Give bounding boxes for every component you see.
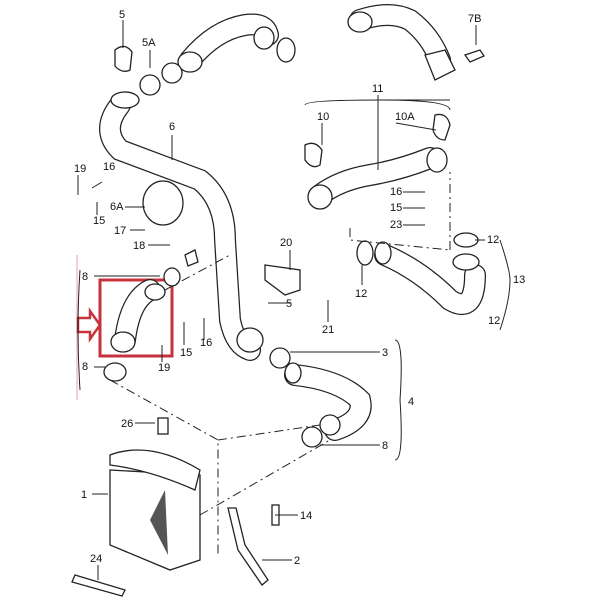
label-18: 18 [133, 240, 145, 252]
label-5: 5 [286, 298, 292, 310]
label-10a: 10A [395, 111, 415, 123]
label-13: 13 [513, 274, 525, 286]
label-10: 10 [317, 111, 329, 123]
label-12: 12 [355, 288, 367, 300]
label-15: 15 [180, 347, 192, 359]
label-2: 2 [294, 555, 300, 567]
label-8: 8 [82, 271, 88, 283]
hose-4 [269, 347, 372, 448]
leader-lines [77, 20, 485, 580]
label-16: 16 [103, 161, 115, 173]
label-3: 3 [382, 347, 388, 359]
highlight-box [98, 278, 174, 358]
label-11: 11 [372, 83, 383, 95]
label-12: 12 [487, 234, 499, 246]
label-19: 19 [74, 163, 86, 175]
label-21: 21 [322, 324, 334, 336]
label-15: 15 [390, 202, 402, 214]
bracket-20 [264, 264, 301, 296]
label-26: 26 [121, 418, 133, 430]
bracket-2 [227, 504, 280, 586]
label-20: 20 [280, 237, 292, 249]
pipe-6 [99, 91, 264, 361]
highlight-arrow-icon [76, 307, 102, 343]
label-23: 23 [390, 219, 402, 231]
label-16: 16 [390, 186, 402, 198]
label-7b: 7B [468, 13, 481, 25]
label-1: 1 [81, 489, 87, 501]
assembly-lines [109, 254, 331, 555]
rail-24 [71, 574, 126, 597]
label-8: 8 [82, 361, 88, 373]
label-24: 24 [90, 553, 102, 565]
hose-8-highlighted [103, 267, 181, 382]
label-17: 17 [114, 225, 126, 237]
label-5: 5 [119, 9, 125, 21]
label-6a: 6A [110, 201, 124, 213]
label-15: 15 [93, 215, 105, 227]
brackets-lines [77, 99, 511, 461]
top-right-elbow [347, 4, 485, 81]
label-6: 6 [169, 121, 175, 133]
part-labels: 5 5A 7B 11 10 10A 6 16 19 15 6A 17 18 16… [74, 9, 525, 567]
label-12: 12 [488, 315, 500, 327]
label-5a: 5A [142, 37, 156, 49]
label-8: 8 [382, 440, 388, 452]
label-4: 4 [408, 396, 414, 408]
hose-11 [304, 113, 451, 210]
label-14: 14 [300, 510, 312, 522]
label-16: 16 [200, 337, 212, 349]
top-hose-5 [114, 13, 296, 96]
intercooler-1 [109, 417, 201, 571]
hose-13 [349, 172, 486, 315]
label-19: 19 [158, 362, 170, 374]
